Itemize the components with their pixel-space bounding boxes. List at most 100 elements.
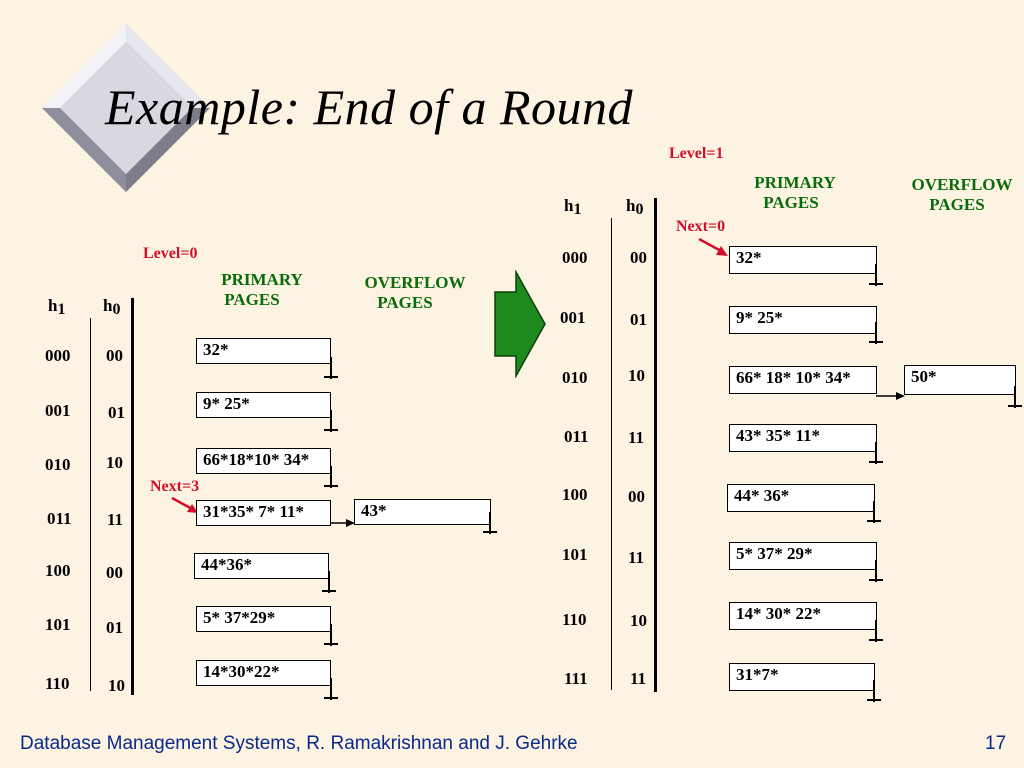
right-row-h0: 10 bbox=[630, 611, 647, 630]
right-bucket-tick-base bbox=[869, 341, 883, 343]
left-h0-header: h0 bbox=[103, 296, 120, 319]
right-bucket-tick-base bbox=[869, 639, 883, 641]
right-h0-subscript: 0 bbox=[635, 201, 644, 218]
left-bucket-tick bbox=[330, 410, 332, 432]
right-primary-bucket: 5* 37* 29* bbox=[729, 542, 877, 570]
left-overflow-label-line2: PAGES bbox=[377, 293, 433, 312]
left-bucket-tick-base bbox=[324, 485, 338, 487]
left-next-arrow bbox=[171, 496, 198, 513]
right-next-arrow bbox=[698, 237, 728, 256]
left-primary-label: PRIMARY PAGES bbox=[212, 270, 312, 310]
left-overflow-label: OVERFLOW PAGES bbox=[355, 273, 475, 313]
right-overflow-label-line1: OVERFLOW bbox=[911, 175, 1013, 194]
footer-citation: Database Management Systems, R. Ramakris… bbox=[20, 733, 578, 754]
right-primary-label: PRIMARY PAGES bbox=[745, 173, 845, 213]
right-row-h1: 000 bbox=[562, 248, 588, 267]
left-overflow-tick bbox=[489, 512, 491, 534]
right-row-h1: 110 bbox=[562, 610, 587, 629]
left-h1-subscript: 1 bbox=[57, 301, 66, 318]
right-row-h0: 01 bbox=[630, 310, 647, 329]
right-primary-label-line2: PAGES bbox=[763, 193, 819, 212]
right-overflow-bucket: 50* bbox=[904, 365, 1016, 395]
right-row-h0: 10 bbox=[628, 366, 645, 385]
slide-title: Example: End of a Round bbox=[105, 79, 634, 135]
left-bucket-tick-base bbox=[324, 376, 338, 378]
left-bucket-tick bbox=[330, 466, 332, 488]
right-next-label: Next=0 bbox=[676, 218, 726, 235]
left-primary-bucket: 44*36* bbox=[194, 553, 329, 579]
left-row-h1: 110 bbox=[45, 674, 70, 693]
left-primary-bucket: 32* bbox=[196, 338, 331, 364]
right-bucket-tick bbox=[875, 620, 877, 642]
left-row-h0: 01 bbox=[108, 403, 125, 422]
left-row-h0: 11 bbox=[107, 510, 124, 529]
left-row-h1: 001 bbox=[45, 401, 71, 420]
left-bucket-tick bbox=[330, 624, 332, 646]
diamond-logo bbox=[42, 24, 210, 192]
left-overflow-label-line1: OVERFLOW bbox=[364, 273, 466, 292]
transition-arrow-icon bbox=[494, 270, 546, 378]
right-bucket-tick bbox=[873, 501, 875, 523]
left-bucket-tick bbox=[328, 571, 330, 593]
left-row-h1: 010 bbox=[45, 455, 71, 474]
right-bucket-tick-base bbox=[869, 579, 883, 581]
left-bucket-tick-base bbox=[324, 697, 338, 699]
left-overflow-tick-base bbox=[483, 531, 497, 533]
right-h1-subscript: 1 bbox=[573, 201, 582, 218]
right-primary-bucket: 44* 36* bbox=[727, 484, 875, 512]
right-h1-letter: h bbox=[564, 196, 574, 215]
left-bucket-tick bbox=[330, 678, 332, 700]
left-row-h1: 101 bbox=[45, 615, 71, 634]
left-divider-thick bbox=[131, 298, 134, 695]
right-h1-header: h1 bbox=[564, 196, 581, 219]
right-divider-thick bbox=[654, 198, 657, 692]
right-overflow-tick-base bbox=[1008, 405, 1022, 407]
right-row-h0: 11 bbox=[628, 428, 645, 447]
right-h0-header: h0 bbox=[626, 196, 643, 219]
right-level-label: Level=1 bbox=[669, 145, 724, 162]
right-primary-bucket: 43* 35* 11* bbox=[729, 424, 877, 452]
right-divider-thin bbox=[611, 218, 612, 690]
left-primary-label-line2: PAGES bbox=[224, 290, 280, 309]
left-primary-bucket: 9* 25* bbox=[196, 392, 331, 418]
left-row-h0: 00 bbox=[106, 346, 123, 365]
left-bucket-tick bbox=[330, 357, 332, 379]
left-primary-bucket: 14*30*22* bbox=[196, 660, 331, 686]
right-bucket-tick bbox=[875, 560, 877, 582]
left-row-h0: 00 bbox=[106, 563, 123, 582]
left-row-h0: 01 bbox=[106, 618, 123, 637]
right-overflow-label: OVERFLOW PAGES bbox=[902, 175, 1022, 215]
left-h0-letter: h bbox=[103, 296, 113, 315]
left-bucket-tick-base bbox=[324, 643, 338, 645]
right-primary-bucket: 9* 25* bbox=[729, 306, 877, 334]
left-next-label: Next=3 bbox=[150, 478, 200, 495]
right-row-h0: 00 bbox=[630, 248, 647, 267]
left-primary-bucket: 31*35* 7* 11* bbox=[196, 500, 331, 526]
right-bucket-tick bbox=[875, 322, 877, 344]
right-primary-label-line1: PRIMARY bbox=[754, 173, 836, 192]
right-bucket-tick-base bbox=[867, 520, 881, 522]
left-row-h0: 10 bbox=[108, 676, 125, 695]
right-primary-bucket: 66* 18* 10* 34* bbox=[729, 366, 877, 394]
right-overflow-label-line2: PAGES bbox=[929, 195, 985, 214]
right-bucket-tick-base bbox=[869, 461, 883, 463]
left-divider-thin bbox=[90, 318, 91, 691]
right-row-h1: 100 bbox=[562, 485, 588, 504]
right-row-h1: 111 bbox=[564, 669, 588, 688]
right-row-h0: 11 bbox=[628, 548, 645, 567]
left-bucket-tick-base bbox=[322, 590, 336, 592]
right-bucket-tick bbox=[873, 680, 875, 702]
right-row-h1: 010 bbox=[562, 368, 588, 387]
right-overflow-pointer-arrow bbox=[876, 392, 905, 400]
right-row-h1: 101 bbox=[562, 545, 588, 564]
right-primary-bucket: 31*7* bbox=[729, 663, 875, 691]
left-overflow-bucket: 43* bbox=[354, 499, 491, 525]
page-number: 17 bbox=[985, 733, 1007, 754]
left-row-h0: 10 bbox=[106, 453, 123, 472]
left-row-h1: 100 bbox=[45, 561, 71, 580]
right-h0-letter: h bbox=[626, 196, 636, 215]
left-h1-letter: h bbox=[48, 296, 58, 315]
right-row-h0: 00 bbox=[628, 487, 645, 506]
left-overflow-pointer-arrow bbox=[330, 519, 355, 527]
left-row-h1: 000 bbox=[45, 346, 71, 365]
